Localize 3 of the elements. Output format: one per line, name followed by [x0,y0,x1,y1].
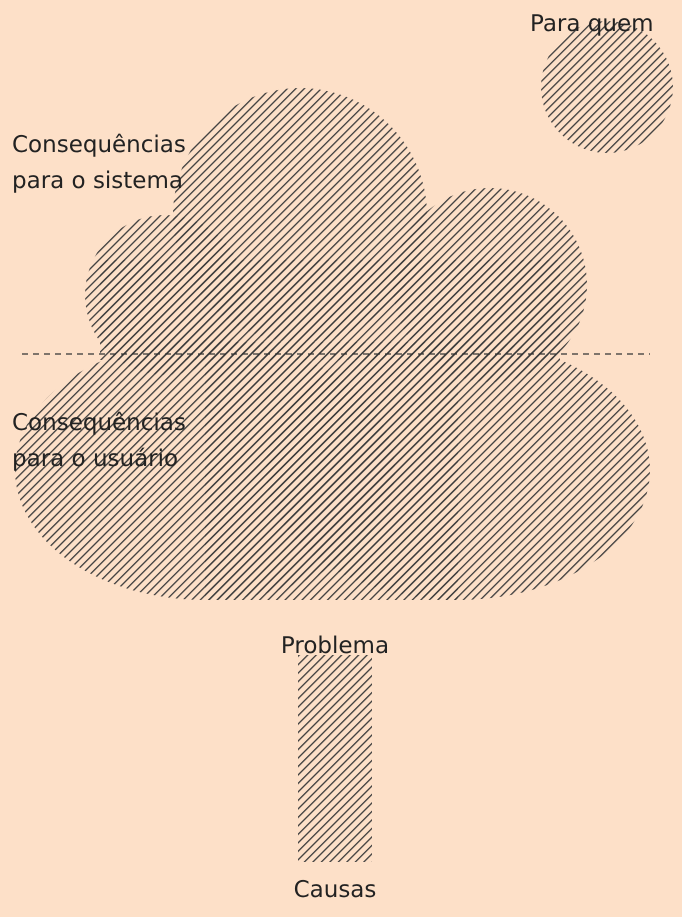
caption-text: Causas [292,876,378,905]
heading-text: Problema [280,632,390,661]
section-heading: Consequências para o sistema [12,131,187,196]
